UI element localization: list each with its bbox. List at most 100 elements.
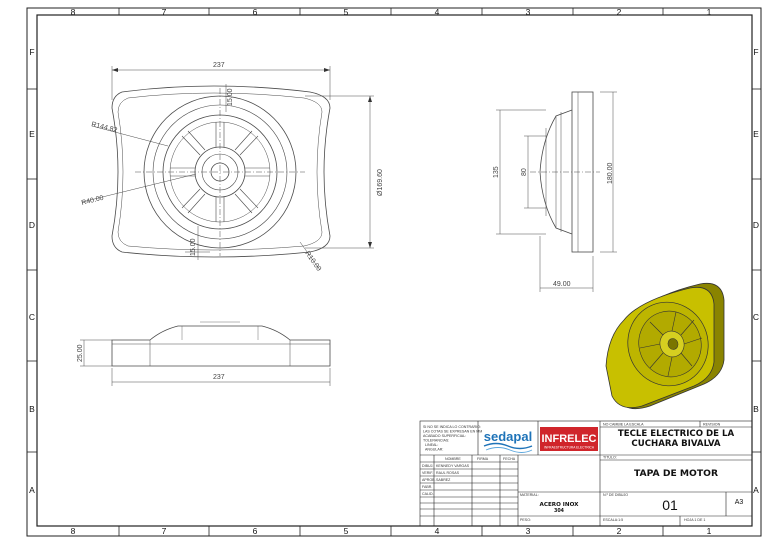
sig-row-label: APROB. [422,478,436,482]
front-view [81,66,374,271]
sig-row-label: VERIF. [422,471,433,475]
no-scale-label: NO CAMBIE LA ESCALA [603,423,644,427]
bottom-dimension-lines [80,339,331,386]
bottom-height-dim: 25.00 [77,344,84,362]
bottom-view [80,321,331,386]
titulo-label: TITULO: [603,456,617,460]
zone-row-label: A [29,485,35,495]
infrelec-logo-subtext: INFRAESTRUCTURA ELECTRICA [544,446,595,450]
material-value: ACERO INOX [540,502,580,508]
zone-row-labels-right: F E D C B A [753,47,759,495]
infrelec-logo-text: INFRELEC [542,433,597,445]
sig-header-fecha: FECHA [503,457,516,461]
side-view [496,91,617,292]
zone-col-label: 4 [435,7,440,17]
front-spokes [170,122,270,222]
front-rib-top-dim: 15.00 [227,88,234,106]
side-dimension-lines [496,91,617,292]
zone-row-label: A [753,485,759,495]
sedapal-logo-text: sedapal [484,429,532,444]
part-title: TAPA DE MOTOR [634,468,718,479]
zone-col-label: 3 [526,526,531,536]
zone-row-labels-left: F E D C B A [29,47,35,495]
bottom-view-outline [111,325,331,367]
material-grade: 304 [554,508,565,514]
tb-note: ANGULAR: [425,448,443,452]
signature-table: NOMBRE FIRMA FECHA DIBUJ. VERIF. APROB. … [422,457,516,496]
tb-note: SI NO SE INDICA LO CONTRARIO: [423,425,481,429]
revision-label: REVISION [703,423,721,427]
front-width-dim: 237 [213,62,225,69]
front-radius-large-dim: R144.82 [91,121,118,134]
zone-row-label: E [753,129,759,139]
zone-row-label: C [753,312,759,322]
front-dimension-lines [81,66,374,271]
sheet-border [26,7,762,537]
zone-col-label: 6 [253,7,258,17]
zone-row-label: C [29,312,35,322]
sig-row-label: FABR. [422,485,432,489]
sheet-size: A3 [735,499,744,506]
front-rib-bottom-dim: 15.00 [190,238,197,256]
zone-col-label: 2 [617,7,622,17]
sig-row-name: KENNEDY VARGAS [436,464,470,468]
zone-col-label: 4 [435,526,440,536]
zone-row-label: F [29,47,34,57]
isometric-solid [605,282,725,410]
zone-col-label: 1 [707,7,712,17]
sig-row-name: SABREZ [436,478,451,482]
zone-col-label: 8 [71,7,76,17]
side-80-dim: 80 [521,168,528,176]
hoja-label: HOJA 1 DE 1 [684,518,705,522]
side-depth-dim: 49.00 [553,281,571,288]
front-view-inner-outline [117,92,323,251]
main-title-box: TECLE ELECTRICO DE LA CUCHARA BIVALVA [617,429,735,449]
escala-label: ESCALA:1:5 [603,518,623,522]
infrelec-logo: INFRELEC INFRAESTRUCTURA ELECTRICA [540,427,598,451]
zone-row-label: D [753,220,759,230]
zone-col-label: 2 [617,526,622,536]
front-diameter-dim: Ø169.60 [377,169,384,196]
zone-col-label: 3 [526,7,531,17]
sig-row-name: RAUL ROSAS [436,471,460,475]
bottom-view-dimensions: 25.00 237 [77,344,225,381]
bottom-width-dim: 237 [213,374,225,381]
zone-col-label: 7 [162,526,167,536]
zone-row-label: B [753,404,759,414]
sig-row-label: DIBUJ. [422,464,433,468]
title-block [419,420,753,527]
drawing-number: 01 [662,497,678,513]
tb-note: LINEAL: [425,443,438,447]
drawing-number-label: N.º DE DIBUJO [603,493,628,497]
zone-col-label: 1 [707,526,712,536]
zone-row-label: B [29,404,35,414]
front-radius-corner-dim: R10.00 [303,250,322,273]
zone-row-label: E [29,129,35,139]
tb-note: LAS COTAS SE EXPRESAN EN MM [423,430,482,434]
zone-column-labels-bottom: 8 7 6 5 4 3 2 1 [71,526,712,536]
front-leader-arrows [112,68,372,248]
front-radius-mid-dim: R40.00 [81,195,105,207]
front-centerlines [135,88,305,256]
side-view-dimensions: 180.00 135 80 49.00 [493,162,614,288]
zone-row-label: D [29,220,35,230]
title-block-notes: SI NO SE INDICA LO CONTRARIO: LAS COTAS … [423,425,482,452]
zone-col-label: 5 [344,7,349,17]
sig-header-firma: FIRMA [477,457,489,461]
title-block-right: NO CAMBIE LA ESCALA REVISION TECLE ELECT… [520,423,744,523]
zone-col-label: 5 [344,526,349,536]
sig-row-label: CALID. [422,492,434,496]
side-135-dim: 135 [493,166,500,178]
zone-column-labels-top: 8 7 6 5 4 3 2 1 [71,7,712,17]
zone-row-label: F [753,47,758,57]
zone-col-label: 8 [71,526,76,536]
zone-col-label: 7 [162,7,167,17]
side-overall-dim: 180.00 [607,162,614,184]
front-view-dimensions: 237 Ø169.60 R144.82 R40.00 R10.00 15.00 … [81,62,384,273]
front-view-outline [111,85,331,258]
main-title: TECLE ELECTRICO DE LA CUCHARA BIVALVA [617,429,735,449]
sig-header-nombre: NOMBRE [445,457,461,461]
sedapal-logo: sedapal [483,429,533,453]
